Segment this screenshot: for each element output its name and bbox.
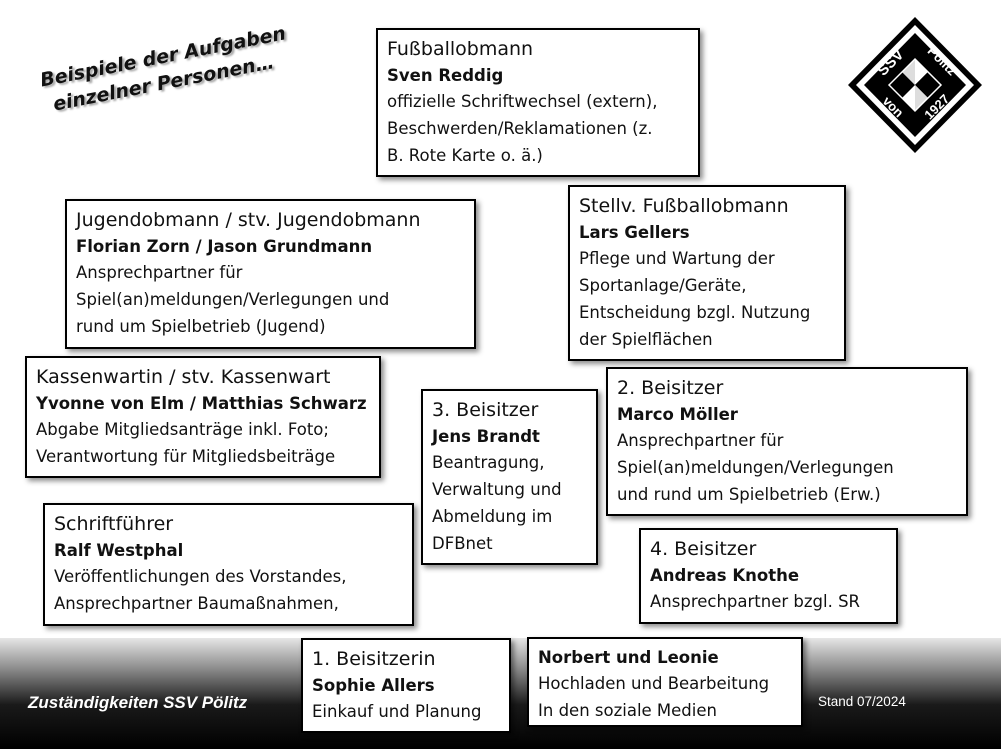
role-box-jugendobmann: Jugendobmann / stv. Jugendobmann Florian… — [65, 199, 476, 349]
role-title: 2. Beisitzer — [617, 377, 724, 399]
desc-line: Einkauf und Planung — [312, 702, 482, 721]
role-description: Beantragung, Verwaltung und Abmeldung im… — [432, 449, 587, 557]
role-description: Veröffentlichungen des Vorstandes, Anspr… — [54, 563, 403, 617]
person-name: Norbert und Leonie — [538, 648, 719, 667]
role-title: 1. Beisitzerin — [312, 648, 436, 670]
role-description: Hochladen und Bearbeitung In den soziale… — [538, 670, 792, 724]
desc-line: Beantragung, — [432, 453, 545, 472]
desc-line: Abgabe Mitgliedsanträge inkl. Foto; — [36, 420, 329, 439]
desc-line: In den soziale Medien — [538, 701, 717, 720]
desc-line: Veröffentlichungen des Vorstandes, — [54, 567, 347, 586]
role-title: Jugendobmann / stv. Jugendobmann — [76, 209, 421, 231]
desc-line: Hochladen und Bearbeitung — [538, 674, 770, 693]
role-title: 3. Beisitzer — [432, 399, 539, 421]
person-name: Ralf Westphal — [54, 541, 184, 560]
role-box-schriftfuehrer: Schriftführer Ralf Westphal Veröffentlic… — [43, 503, 414, 626]
desc-line: Ansprechpartner für — [76, 263, 243, 282]
person-name: Florian Zorn / Jason Grundmann — [76, 237, 373, 256]
footer-title: Zuständigkeiten SSV Pölitz — [28, 693, 248, 712]
role-box-stellv-fussballobmann: Stellv. Fußballobmann Lars Gellers Pfleg… — [568, 185, 846, 361]
role-title: Fußballobmann — [387, 38, 534, 60]
person-name: Lars Gellers — [579, 223, 690, 242]
desc-line: Beschwerden/Reklamationen (z. — [387, 119, 653, 138]
role-title: Kassenwartin / stv. Kassenwart — [36, 366, 331, 388]
desc-line: rund um Spielbetrieb (Jugend) — [76, 317, 326, 336]
desc-line: offizielle Schriftwechsel (extern), — [387, 92, 658, 111]
person-name: Yvonne von Elm / Matthias Schwarz — [36, 394, 367, 413]
person-name: Jens Brandt — [432, 427, 540, 446]
footer-date: Stand 07/2024 — [818, 694, 906, 709]
desc-line: Entscheidung bzgl. Nutzung — [579, 303, 811, 322]
desc-line: Spiel(an)meldungen/Verlegungen und — [76, 290, 390, 309]
desc-line: Ansprechpartner bzgl. SR — [650, 592, 861, 611]
desc-line: B. Rote Karte o. ä.) — [387, 146, 543, 165]
desc-line: und rund um Spielbetrieb (Erw.) — [617, 485, 881, 504]
desc-line: Verantwortung für Mitgliedsbeiträge — [36, 447, 336, 466]
role-title: Stellv. Fußballobmann — [579, 195, 789, 217]
slide-heading: Beispiele der Aufgaben einzelner Persone… — [38, 20, 293, 119]
role-box-social-media: Norbert und Leonie Hochladen und Bearbei… — [527, 637, 803, 727]
desc-line: der Spielflächen — [579, 330, 713, 349]
desc-line: Ansprechpartner Baumaßnahmen, — [54, 594, 339, 613]
desc-line: Sportanlage/Geräte, — [579, 276, 747, 295]
role-box-fussballobmann: Fußballobmann Sven Reddig offizielle Sch… — [376, 28, 700, 177]
desc-line: Ansprechpartner für — [617, 431, 784, 450]
desc-line: DFBnet — [432, 534, 493, 553]
role-box-beisitzerin-1: 1. Beisitzerin Sophie Allers Einkauf und… — [301, 638, 511, 733]
role-box-beisitzer-4: 4. Beisitzer Andreas Knothe Ansprechpart… — [639, 528, 898, 624]
club-logo: SSV Pölitz von 1927 — [848, 17, 982, 153]
desc-line: Pflege und Wartung der — [579, 249, 775, 268]
desc-line: Spiel(an)meldungen/Verlegungen — [617, 458, 894, 477]
desc-line: Abmeldung im — [432, 507, 553, 526]
person-name: Andreas Knothe — [650, 566, 800, 585]
role-description: offizielle Schriftwechsel (extern), Besc… — [387, 88, 689, 169]
role-description: Einkauf und Planung — [312, 698, 500, 725]
role-description: Ansprechpartner für Spiel(an)meldungen/V… — [76, 259, 465, 340]
role-title: Schriftführer — [54, 513, 174, 535]
person-name: Marco Möller — [617, 405, 738, 424]
role-title: 4. Beisitzer — [650, 538, 757, 560]
role-box-beisitzer-2: 2. Beisitzer Marco Möller Ansprechpartne… — [606, 367, 968, 516]
role-description: Abgabe Mitgliedsanträge inkl. Foto; Vera… — [36, 416, 370, 470]
role-description: Ansprechpartner für Spiel(an)meldungen/V… — [617, 427, 957, 508]
person-name: Sophie Allers — [312, 676, 435, 695]
desc-line: Verwaltung und — [432, 480, 562, 499]
role-box-beisitzer-3: 3. Beisitzer Jens Brandt Beantragung, Ve… — [421, 389, 598, 565]
role-box-kassenwartin: Kassenwartin / stv. Kassenwart Yvonne vo… — [25, 356, 381, 478]
person-name: Sven Reddig — [387, 66, 504, 85]
role-description: Ansprechpartner bzgl. SR — [650, 588, 887, 615]
role-description: Pflege und Wartung der Sportanlage/Gerät… — [579, 245, 835, 353]
